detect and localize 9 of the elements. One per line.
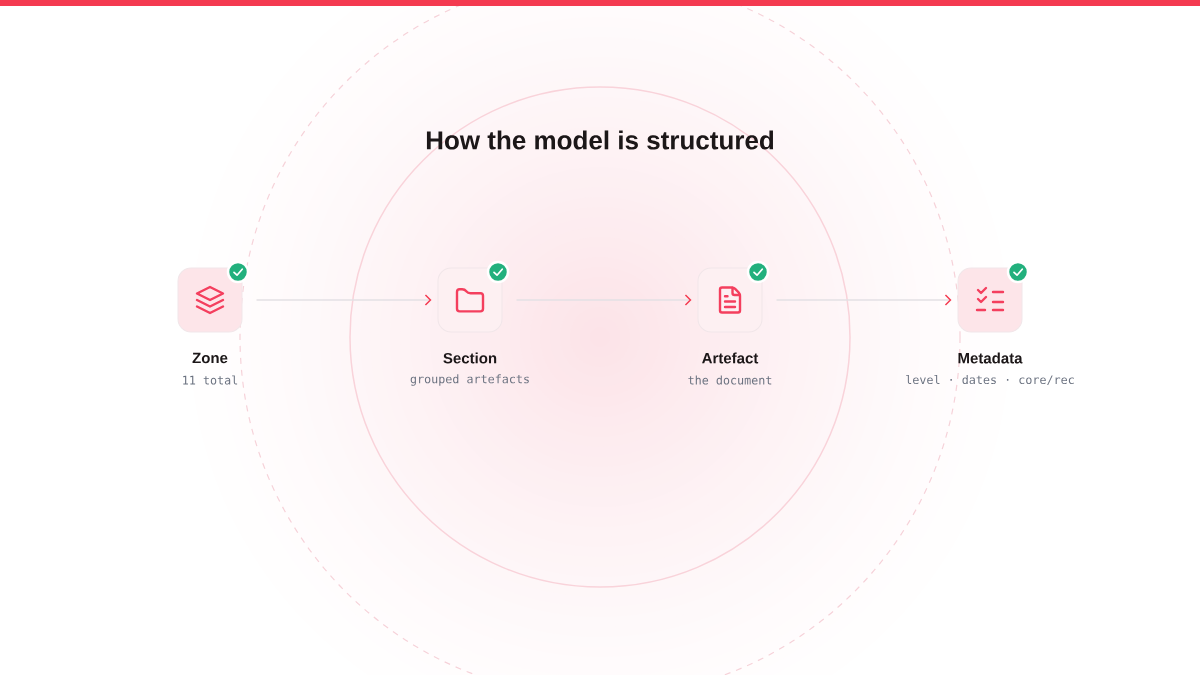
node-label: Metadata <box>958 352 1023 364</box>
node-label: Section <box>443 352 497 364</box>
node-caption: level · dates · core/rec <box>906 375 1074 386</box>
node-label: Zone <box>192 352 228 364</box>
node-label: Artefact <box>702 352 759 364</box>
node-caption: grouped artefacts <box>410 374 529 386</box>
node-caption: 11 total <box>183 375 238 385</box>
node-caption: the document <box>688 375 772 385</box>
title: How the model is structured <box>426 130 774 150</box>
